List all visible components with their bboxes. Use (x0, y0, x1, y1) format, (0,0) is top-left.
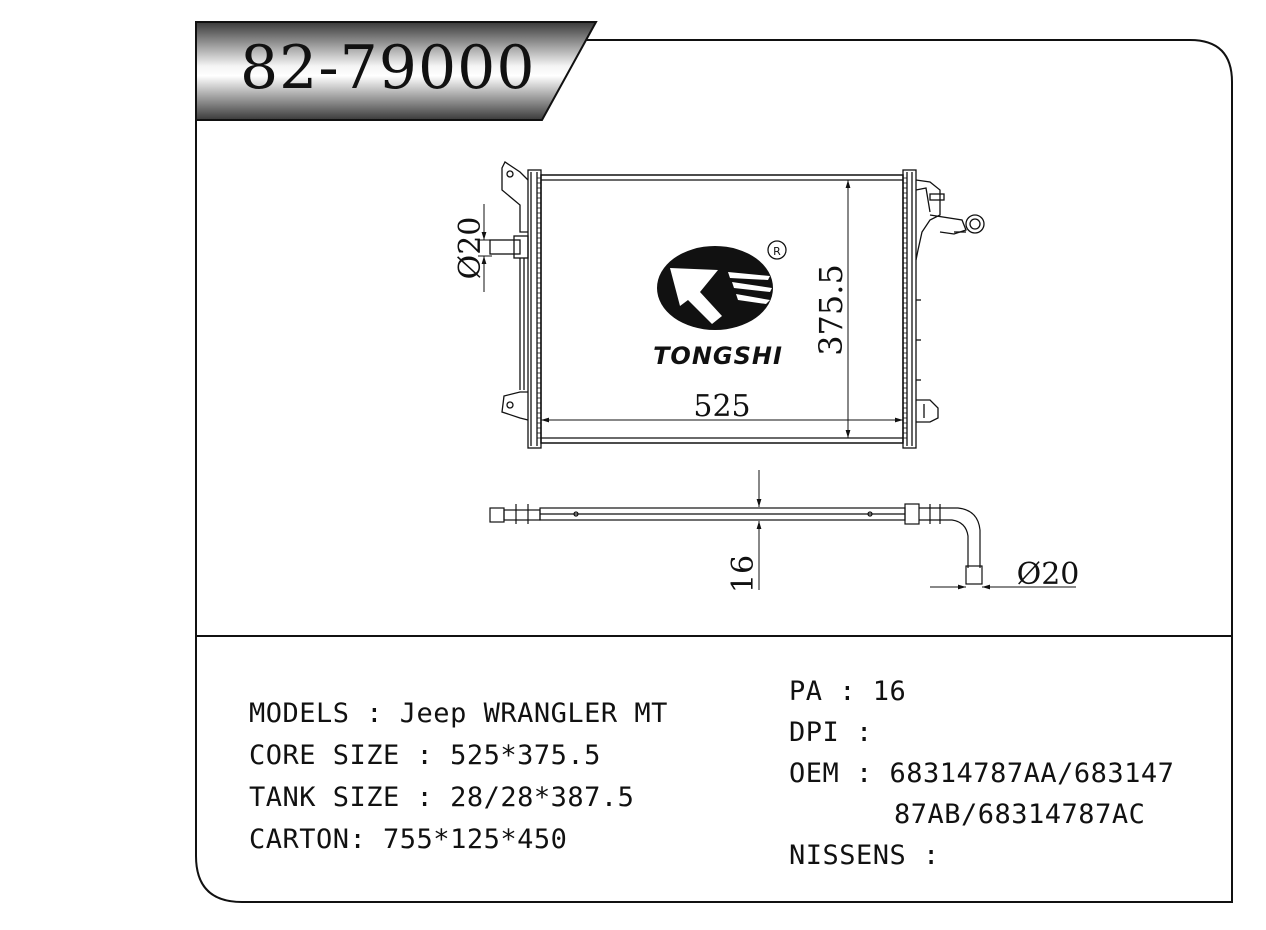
spec-line: NISSENS : (789, 840, 957, 871)
spec-line: CARTON: 755*125*450 (249, 824, 568, 855)
spec-line: PA : 16 (789, 676, 907, 707)
spec-line: 87AB/68314787AC (894, 799, 1146, 830)
tongshi-logo: R TONGSHI (653, 240, 787, 370)
logo-text: TONGSHI (653, 342, 783, 370)
radiator-front-view (489, 161, 985, 449)
dimension-height-label: 375.5 (812, 264, 850, 356)
dimension-thickness-label: 16 (726, 555, 761, 593)
dimension-inlet-label: Ø20 (453, 217, 488, 280)
tank-ticks-right (903, 177, 907, 439)
spec-line: TANK SIZE : 28/28*387.5 (249, 782, 635, 813)
tank-ticks-left (537, 177, 541, 439)
spec-line: MODELS : Jeep WRANGLER MT (249, 698, 668, 729)
spec-line: OEM : 68314787AA/683147 (789, 758, 1175, 789)
radiator-top-view (489, 503, 983, 585)
part-number: 82-79000 (240, 33, 536, 103)
spec-line: DPI : (789, 717, 890, 748)
sheet-border (195, 39, 1233, 903)
spec-line: CORE SIZE : 525*375.5 (249, 740, 601, 771)
registered-mark: R (773, 245, 781, 258)
dimension-outlet-label: Ø20 (1017, 557, 1080, 592)
dimension-inlet-diameter (478, 204, 492, 292)
part-number-tab (195, 21, 598, 121)
registered-mark-icon (767, 240, 787, 260)
dimension-width-label: 525 (693, 389, 750, 424)
